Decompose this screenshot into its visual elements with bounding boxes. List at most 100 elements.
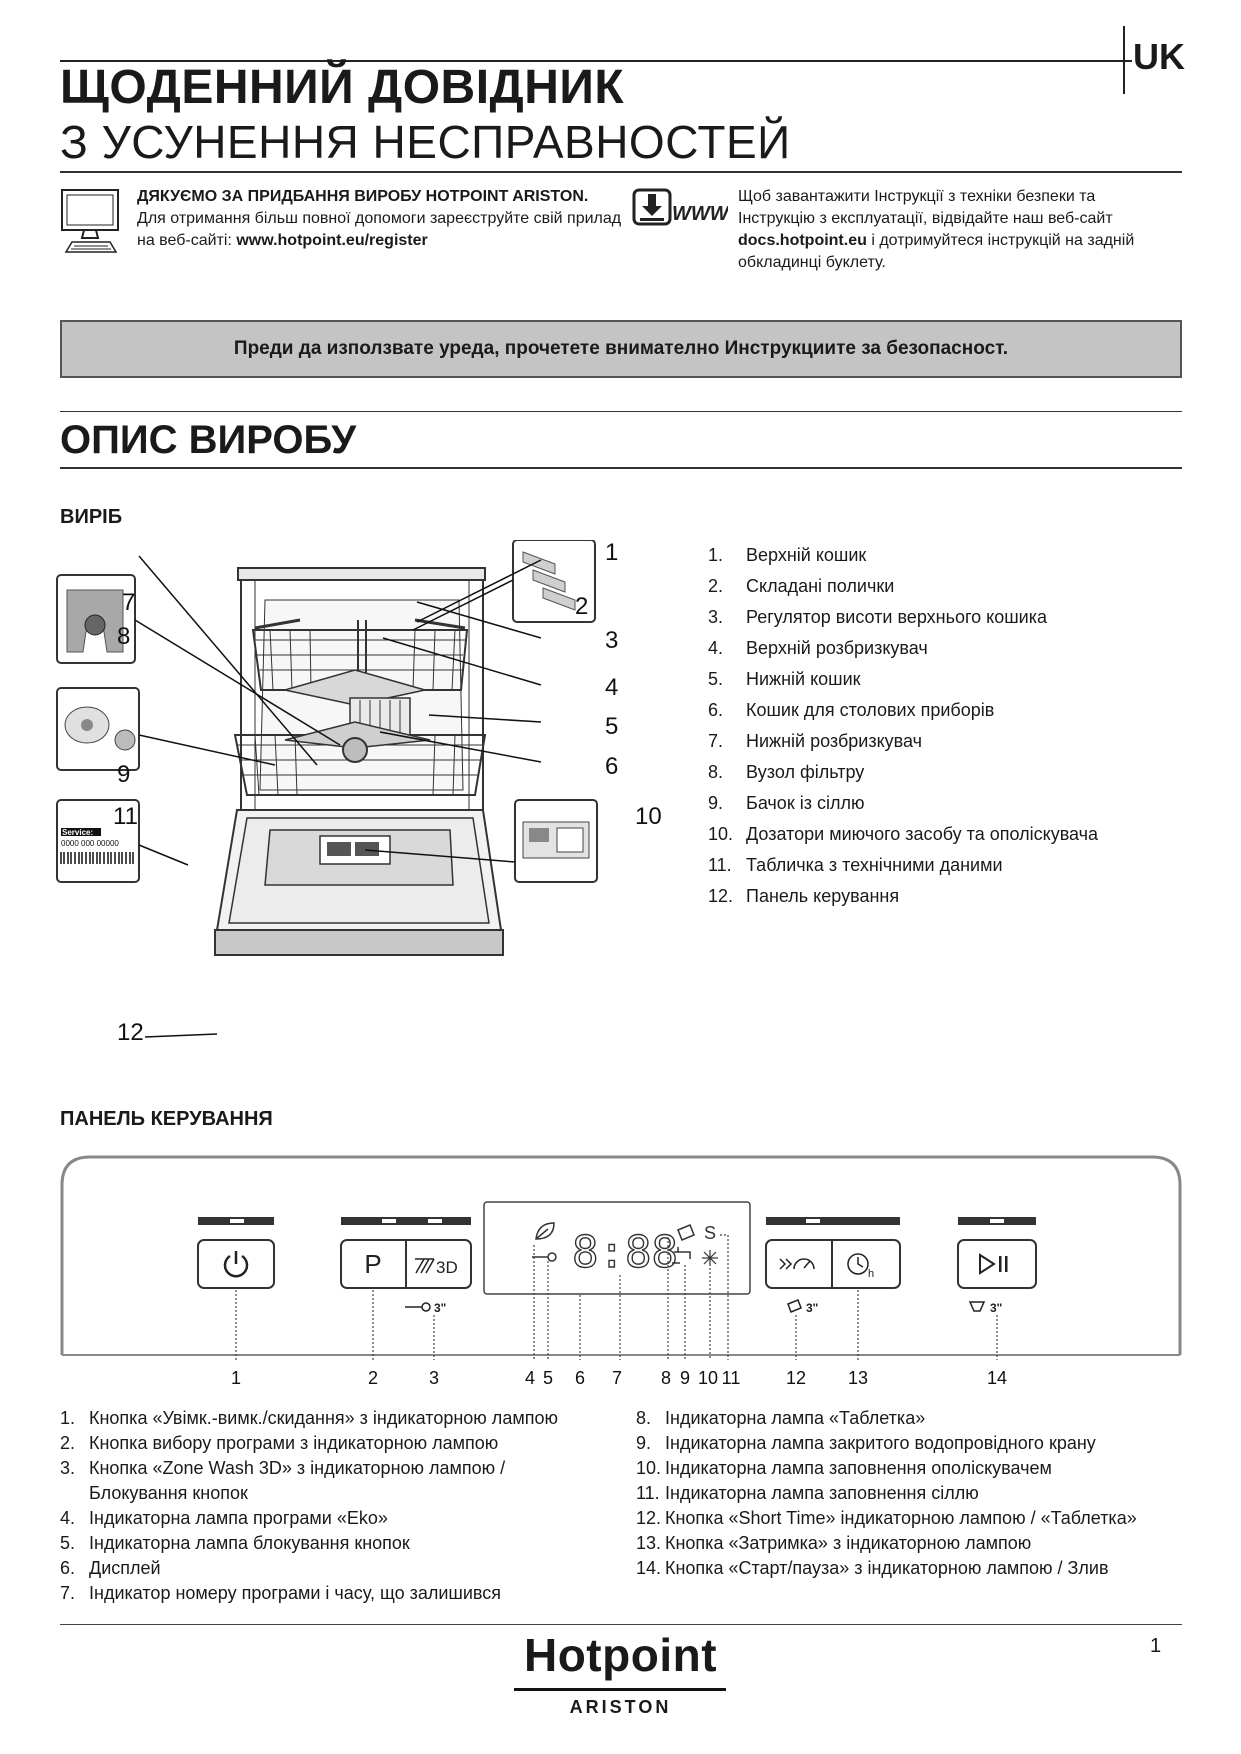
- list-item: 4.Індикаторна лампа програми «Eko»: [60, 1508, 388, 1528]
- list-item: 13.Кнопка «Затримка» з індикаторною ламп…: [636, 1533, 1032, 1553]
- download-www-icon: WWW: [632, 188, 728, 226]
- brand-subtitle: ARISTON: [569, 1697, 672, 1717]
- display-digits: 8:88: [572, 1227, 678, 1278]
- title-line-2: З УСУНЕННЯ НЕСПРАВНОСТЕЙ: [60, 116, 791, 168]
- callout-8: 8: [117, 623, 130, 650]
- callout-4: 4: [605, 674, 618, 701]
- display: [483, 1201, 751, 1295]
- panel-callout-10: 10: [698, 1368, 718, 1388]
- key-lock-icon: [532, 1252, 557, 1262]
- key-icon: [405, 1302, 431, 1312]
- panel-callout-9: 9: [680, 1368, 690, 1388]
- start-pause-button[interactable]: [957, 1239, 1037, 1289]
- drain-hint: 3": [968, 1301, 1002, 1315]
- short-time-button[interactable]: [779, 1258, 815, 1270]
- list-item: 3.Кнопка «Zone Wash 3D» з індикаторною л…: [60, 1458, 506, 1503]
- brand-underline: [514, 1688, 726, 1691]
- tablet-hint-time: 3": [806, 1301, 818, 1315]
- list-item: 7.Індикатор номеру програми і часу, що з…: [60, 1583, 502, 1603]
- list-item: 11.Індикаторна лампа заповнення сіллю: [636, 1483, 979, 1503]
- list-item: 7.Нижній розбризкувач: [708, 731, 923, 751]
- brand-logo: Hotpoint: [523, 1629, 718, 1681]
- list-item: 6.Дисплей: [60, 1558, 161, 1578]
- delay-button[interactable]: h: [847, 1253, 874, 1280]
- list-item: 10.Дозатори миючого засобу та ополіскува…: [708, 824, 1099, 844]
- panel-callout-8: 8: [661, 1368, 671, 1388]
- tablet-icon: [677, 1224, 695, 1241]
- tablet-hint-icon: [787, 1299, 802, 1313]
- panel-callout-4: 4: [525, 1368, 535, 1388]
- language-code: UK: [1133, 36, 1185, 77]
- callout-9: 9: [117, 761, 130, 788]
- section-title: ОПИС ВИРОБУ: [60, 418, 357, 462]
- list-item: 12.Кнопка «Short Time» індикаторною ламп…: [636, 1508, 1137, 1528]
- panel-callout-3: 3: [429, 1368, 439, 1388]
- panel-callout-6: 6: [575, 1368, 585, 1388]
- list-item: 8.Вузол фільтру: [708, 762, 865, 782]
- monitor-icon: [61, 189, 119, 253]
- header-rule: [60, 60, 1132, 62]
- zone-wash-icon: [415, 1258, 435, 1274]
- download-text: Щоб завантажити Інструкції з техніки без…: [738, 186, 1168, 274]
- panel-callout-2: 2: [368, 1368, 378, 1388]
- zone-wash-label: 3D: [436, 1258, 458, 1277]
- play-pause-icon: [979, 1253, 1008, 1275]
- callout-7: 7: [122, 589, 135, 616]
- panel-callout-11: 11: [722, 1368, 741, 1388]
- panel-callout-5: 5: [543, 1368, 553, 1388]
- panel-callout-13: 13: [848, 1368, 868, 1388]
- panel-callout-1: 1: [231, 1368, 241, 1388]
- callout-12: 12: [117, 1019, 144, 1040]
- power-icon: [223, 1251, 249, 1278]
- list-item: 3.Регулятор висоти верхнього кошика: [708, 607, 1047, 627]
- list-item: 6.Кошик для столових приборів: [708, 700, 995, 720]
- download-link[interactable]: docs.hotpoint.eu: [738, 232, 867, 249]
- list-item: 8.Індикаторна лампа «Таблетка»: [636, 1408, 926, 1428]
- registration-link[interactable]: www.hotpoint.eu/register: [236, 232, 428, 249]
- callout-11: 11: [113, 803, 138, 830]
- list-item: 5.Нижній кошик: [708, 669, 861, 689]
- power-button[interactable]: [197, 1239, 275, 1289]
- zone-wash-3d-button[interactable]: 3D: [415, 1258, 458, 1277]
- panel-heading: ПАНЕЛЬ КЕРУВАННЯ: [60, 1108, 273, 1130]
- list-item: 2.Кнопка вибору програми з індикаторною …: [60, 1433, 499, 1453]
- list-item: 1.Кнопка «Увімк.-вимк./скидання» з індик…: [60, 1408, 558, 1428]
- safety-warning-banner: Преди да използвате уреда, прочетете вни…: [60, 320, 1182, 378]
- rating-plate-service: Service:: [62, 828, 93, 837]
- panel-callout-12: 12: [786, 1368, 806, 1388]
- delay-hours-label: h: [868, 1268, 874, 1280]
- footer-rule: [60, 1624, 1182, 1625]
- dishwasher-diagram: Service: 0000 000 00000 1 2 3 4 5 6 7 8 …: [56, 540, 662, 1040]
- list-item: 1.Верхній кошик: [708, 545, 867, 565]
- callout-1: 1: [605, 540, 618, 566]
- callout-3: 3: [605, 627, 618, 654]
- program-label: P: [364, 1249, 381, 1279]
- program-button[interactable]: P: [364, 1249, 381, 1279]
- section-rule-top: [60, 411, 1182, 412]
- panel-callout-14: 14: [987, 1368, 1007, 1388]
- list-item: 9.Бачок із сіллю: [708, 793, 865, 813]
- list-item: 4.Верхній розбризкувач: [708, 638, 928, 658]
- panel-items-right: 8.Індикаторна лампа «Таблетка» 9.Індикат…: [636, 1406, 1137, 1581]
- title-line-1: ЩОДЕННИЙ ДОВІДНИК: [60, 61, 625, 114]
- callout-2: 2: [575, 593, 588, 620]
- language-divider: [1123, 26, 1125, 94]
- www-label: WWW: [672, 203, 728, 225]
- page-number: 1: [1150, 1635, 1162, 1657]
- water-tap-icon: [672, 1247, 691, 1264]
- rinse-aid-icon: [702, 1250, 718, 1266]
- tablet-hint: 3": [787, 1299, 818, 1315]
- panel-callout-7: 7: [612, 1368, 622, 1388]
- registration-body: Для отримання більш повної допомоги заре…: [137, 210, 622, 249]
- list-item: 5.Індикаторна лампа блокування кнопок: [60, 1533, 410, 1553]
- eko-leaf-icon: [535, 1222, 555, 1240]
- product-parts-list: 1.Верхній кошик 2.Складані полички 3.Рег…: [708, 540, 1098, 912]
- drain-icon: [968, 1301, 986, 1312]
- list-item: 12.Панель керування: [708, 886, 900, 906]
- salt-indicator: S: [704, 1223, 716, 1243]
- control-panel-diagram: P 3D 3" 8:88 S h 3": [60, 1155, 1182, 1388]
- callout-10: 10: [635, 803, 662, 830]
- title-rule: [60, 171, 1182, 173]
- callout-6: 6: [605, 753, 618, 780]
- drain-hint-time: 3": [990, 1301, 1002, 1315]
